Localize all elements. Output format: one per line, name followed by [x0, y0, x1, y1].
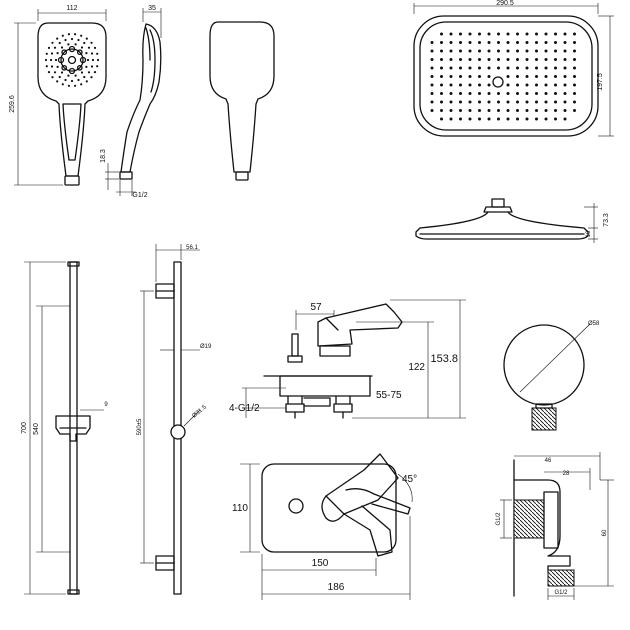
- overhead-plate-label: 10: [586, 230, 592, 237]
- mixer-depth-label: 110: [232, 503, 248, 514]
- rail-center-distance-label: 590±5: [137, 418, 143, 435]
- rail-holder-dia-label: Ø31.5: [191, 404, 208, 420]
- overhead-shower-side-view: [415, 198, 598, 243]
- rail-pipe-dia-label: Ø19: [200, 344, 212, 350]
- overhead-shower-top-view: [413, 3, 614, 137]
- mixer-height-label: 153.8: [430, 353, 458, 365]
- handshower-side-view: [105, 8, 162, 196]
- handshower-front-view: [14, 9, 107, 186]
- wall-outlet-depth-label: 46: [545, 458, 552, 464]
- slide-rail-side-view: [140, 244, 201, 595]
- wall-outlet-thread-left-label: G1/2: [496, 512, 502, 526]
- wall-outlet-front-view: [503, 323, 591, 431]
- wall-outlet-height-label: 60: [602, 529, 608, 536]
- overhead-depth-label: 197.5: [597, 73, 604, 91]
- mixer-inlets-label: 4-G1/2: [229, 403, 260, 414]
- mixer-mid-height-label: 122: [408, 362, 425, 373]
- rail-depth-label: 56.1: [186, 245, 198, 251]
- slide-rail-front-view: [24, 261, 104, 595]
- overhead-width-label: 290.5: [496, 0, 514, 7]
- wall-outlet-side-view: [500, 452, 614, 600]
- mixer-angle-label: 45°: [402, 474, 417, 485]
- wall-outlet-width-label: 28: [563, 471, 570, 477]
- rail-inner-length-label: 540: [33, 423, 40, 435]
- handshower-thickness-label: 35: [148, 5, 156, 12]
- mixer-lever-label: 57: [310, 302, 322, 313]
- mixer-outlet-label: 55-75: [376, 390, 402, 401]
- mixer-total-width-label: 186: [328, 582, 345, 593]
- handshower-back-view: [209, 21, 275, 181]
- rail-bracket-offset-label: 9: [104, 402, 108, 408]
- mixer-front-view: [242, 299, 466, 419]
- wall-outlet-diameter-label: Ø58: [588, 321, 600, 327]
- wall-outlet-thread-bottom-label: G1/2: [554, 590, 568, 596]
- handshower-neck-label: 18.3: [100, 149, 107, 163]
- handshower-width-label: 112: [66, 5, 77, 12]
- spray-pattern: [44, 33, 100, 87]
- overhead-height-label: 73.3: [603, 213, 610, 227]
- handshower-connector-label: G1/2: [132, 192, 147, 199]
- mixer-top-view: [240, 453, 413, 600]
- rail-length-label: 700: [21, 422, 28, 434]
- handshower-height-label: 259.6: [9, 95, 16, 113]
- mixer-inner-width-label: 150: [312, 558, 329, 569]
